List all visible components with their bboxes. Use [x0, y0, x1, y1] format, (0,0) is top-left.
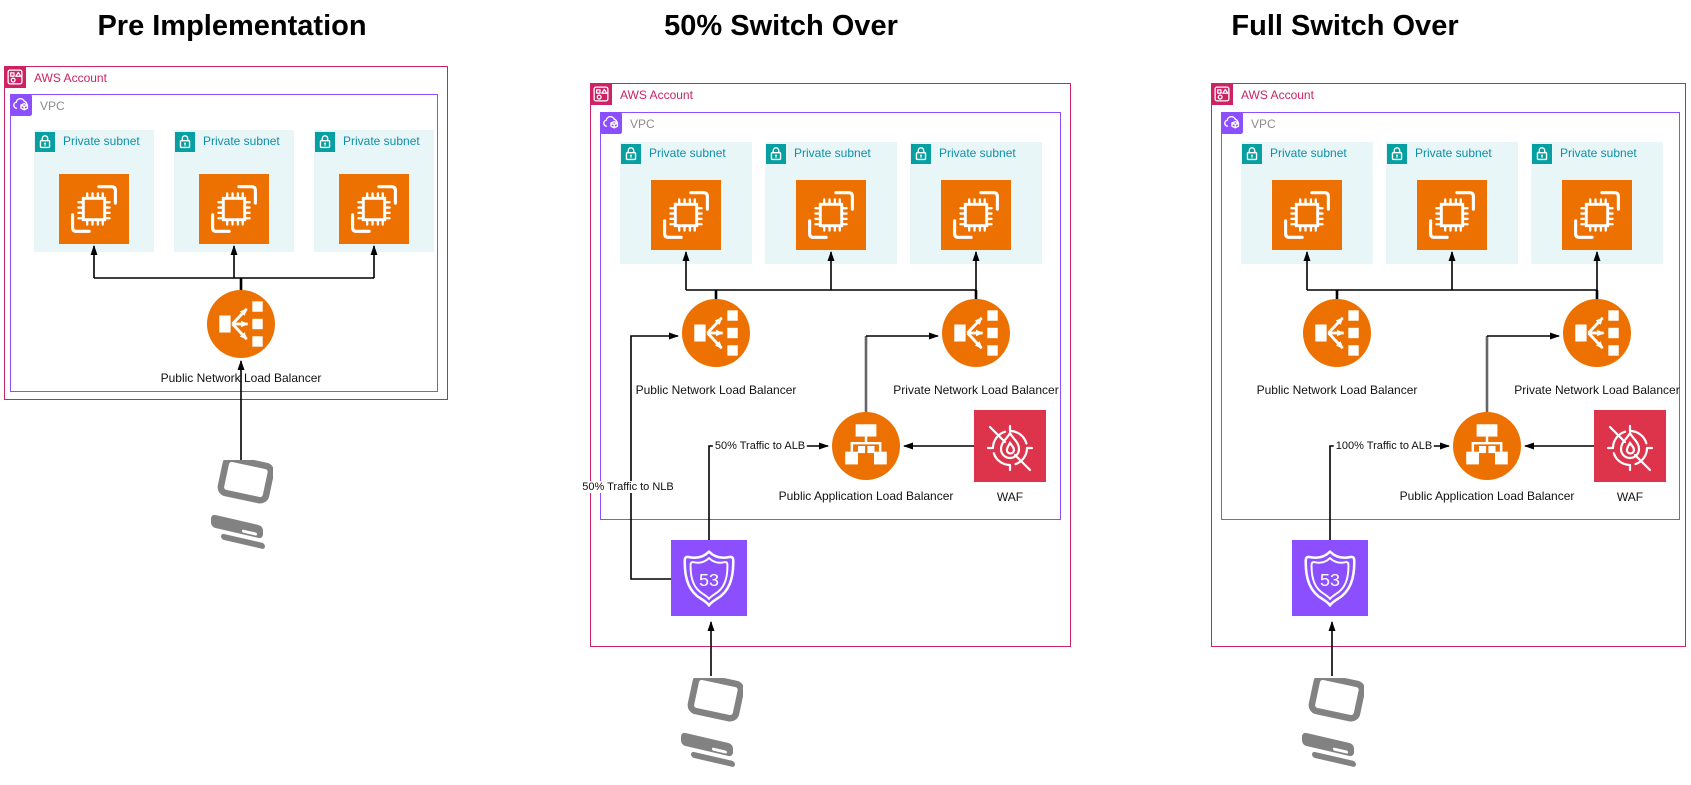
private-subnet-label: Private subnet — [794, 146, 871, 160]
aws-account-label: AWS Account — [34, 71, 107, 85]
public-application-load-balancer-icon — [832, 412, 900, 480]
route53-icon — [1292, 540, 1368, 616]
private-subnet-label: Private subnet — [343, 134, 420, 148]
edge-label-traffic-to-alb: 100% Traffic to ALB — [1333, 440, 1435, 452]
private-subnet-label: Private subnet — [649, 146, 726, 160]
vpc-box: VPC — [10, 94, 438, 392]
ec2-icon — [1272, 180, 1342, 250]
private-nlb-caption: Private Network Load Balancer — [1514, 383, 1680, 397]
private-nlb-caption: Private Network Load Balancer — [893, 383, 1059, 397]
public-nlb-caption: Public Network Load Balancer — [1256, 383, 1418, 397]
public-network-load-balancer-icon — [1303, 299, 1371, 367]
waf-caption: WAF — [1616, 490, 1644, 504]
client-laptop-icon — [209, 460, 273, 552]
private-subnet-label: Private subnet — [1415, 146, 1492, 160]
private-subnet: Private subnet — [34, 130, 154, 252]
ec2-icon — [1562, 180, 1632, 250]
private-subnet-label: Private subnet — [63, 134, 140, 148]
subnet-lock-icon — [1387, 144, 1407, 169]
public-network-load-balancer-icon — [682, 299, 750, 367]
public-nlb-caption: Public Network Load Balancer — [160, 371, 322, 385]
aws-account-box: AWS Account — [1211, 83, 1686, 647]
subnet-lock-icon — [1532, 144, 1552, 169]
ec2-icon — [1417, 180, 1487, 250]
route53-icon — [671, 540, 747, 616]
ec2-icon — [941, 180, 1011, 250]
client-laptop-icon — [679, 678, 743, 770]
vpc-label: VPC — [1251, 117, 1276, 131]
edge-label-traffic-to-nlb: 50% Traffic to NLB — [580, 481, 676, 493]
private-subnet-label: Private subnet — [203, 134, 280, 148]
vpc-box: VPC — [600, 112, 1061, 520]
waf-caption: WAF — [996, 490, 1024, 504]
ec2-icon — [796, 180, 866, 250]
client-laptop-icon — [1300, 678, 1364, 770]
aws-account-label: AWS Account — [620, 88, 693, 102]
public-application-load-balancer-icon — [1453, 412, 1521, 480]
public-nlb-caption: Public Network Load Balancer — [635, 383, 797, 397]
ec2-icon — [59, 174, 129, 244]
private-subnet-label: Private subnet — [939, 146, 1016, 160]
private-network-load-balancer-icon — [1563, 299, 1631, 367]
private-subnet-label: Private subnet — [1560, 146, 1637, 160]
column-title: Pre Implementation — [97, 10, 367, 42]
edge-label-traffic-to-alb: 50% Traffic to ALB — [712, 440, 808, 452]
aws-account-box: AWS Account — [590, 83, 1071, 647]
subnet-lock-icon — [1242, 144, 1262, 169]
column-title: Full Switch Over — [1231, 10, 1459, 42]
aws-account-box: AWS Account — [4, 66, 448, 400]
vpc-label: VPC — [40, 99, 65, 113]
vpc-label: VPC — [630, 117, 655, 131]
ec2-icon — [339, 174, 409, 244]
waf-icon — [974, 410, 1046, 482]
ec2-icon — [199, 174, 269, 244]
ec2-icon — [651, 180, 721, 250]
private-subnet-label: Private subnet — [1270, 146, 1347, 160]
public-network-load-balancer-icon — [207, 290, 275, 358]
aws-account-icon — [1211, 83, 1233, 110]
column-title: 50% Switch Over — [664, 10, 898, 42]
waf-icon — [1594, 410, 1666, 482]
private-network-load-balancer-icon — [942, 299, 1010, 367]
vpc-box: VPC — [1221, 112, 1680, 520]
aws-account-label: AWS Account — [1241, 88, 1314, 102]
vpc-icon — [1221, 112, 1243, 139]
